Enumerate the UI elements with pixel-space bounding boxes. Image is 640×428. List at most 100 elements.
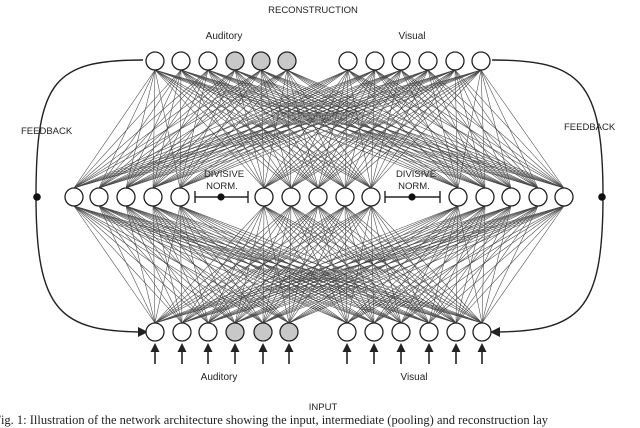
input-auditory-node	[225, 322, 245, 342]
reconstruction-visual-node	[391, 51, 411, 71]
input-arrow-icon	[230, 343, 240, 364]
connection-line	[179, 205, 290, 324]
divisive-norm-left-connector	[194, 191, 249, 203]
input-visual-node	[419, 322, 439, 342]
input-arrow-icon	[451, 343, 461, 364]
connection-line	[73, 205, 264, 324]
connection-line	[73, 205, 236, 324]
figure-caption: Fig. 1: Illustration of the network arch…	[0, 413, 549, 427]
input-arrow-icon	[369, 343, 379, 364]
connection-line	[179, 205, 483, 324]
divisive-norm-right-label-line1: DIVISIVE	[396, 169, 436, 180]
connection-line	[73, 205, 209, 324]
connection-line	[344, 69, 482, 189]
connection-line	[344, 205, 483, 324]
connection-line	[73, 205, 483, 324]
connection-line	[98, 69, 182, 189]
connection-line	[98, 69, 402, 189]
connection-line	[207, 205, 372, 324]
connection-line	[154, 205, 459, 324]
input-arrow-icon	[150, 343, 160, 364]
connection-line	[400, 69, 512, 189]
connection-line	[481, 205, 565, 324]
connection-line	[400, 69, 459, 189]
pooling-node	[143, 187, 163, 207]
connection-line	[374, 69, 459, 189]
input-arrow-icon	[424, 343, 434, 364]
connection-line	[480, 69, 565, 189]
input-auditory-node	[253, 322, 273, 342]
reconstruction-visual-node	[418, 51, 438, 71]
connection-line	[344, 205, 457, 324]
connection-line	[263, 69, 482, 189]
pooling-node	[308, 187, 328, 207]
connection-line	[454, 69, 459, 189]
pooling-node	[64, 187, 84, 207]
connection-line	[152, 69, 482, 189]
connection-line	[317, 69, 376, 189]
connection-line	[98, 205, 402, 324]
input-visual-node	[472, 322, 492, 342]
pooling-node	[361, 187, 381, 207]
connection-line	[73, 205, 156, 324]
connection-line	[73, 69, 402, 189]
connection-line	[370, 69, 482, 189]
connection-line	[455, 205, 486, 324]
pooling-node	[554, 187, 574, 207]
connection-line	[207, 69, 265, 189]
feedback-right-label: FEEDBACK	[564, 122, 616, 133]
input-visual-node	[364, 322, 384, 342]
connection-line	[73, 205, 430, 324]
connection-line	[179, 69, 288, 189]
connection-line	[480, 69, 486, 189]
visual-top-label: Visual	[398, 31, 425, 42]
connection-line	[73, 205, 183, 324]
connection-line	[73, 69, 262, 189]
feedback-left-label: FEEDBACK	[21, 126, 73, 137]
connection-line	[374, 69, 486, 189]
reconstruction-visual-node	[365, 51, 385, 71]
connection-line	[317, 69, 482, 189]
connection-line	[98, 69, 429, 189]
connection-line	[73, 69, 288, 189]
connection-line	[98, 205, 209, 324]
pooling-node	[528, 187, 548, 207]
connection-line	[260, 69, 292, 189]
input-visual-node	[391, 322, 411, 342]
pooling-node	[335, 187, 355, 207]
connection-line	[290, 205, 483, 324]
reconstruction-auditory-node	[171, 51, 191, 71]
connection-line	[344, 69, 456, 189]
connection-line	[286, 69, 346, 189]
connection-line	[125, 205, 183, 324]
pooling-node	[254, 187, 274, 207]
connection-lines	[73, 69, 565, 324]
connection-line	[152, 69, 288, 189]
connection-line	[455, 205, 539, 324]
input-auditory-node	[198, 322, 218, 342]
connection-line	[481, 205, 539, 324]
connection-line	[427, 69, 459, 189]
connection-line	[317, 205, 483, 324]
input-arrow-icon	[284, 343, 294, 364]
input-auditory-node	[279, 322, 299, 342]
feedback-right-dot	[598, 193, 606, 201]
connection-line	[290, 69, 482, 189]
connection-line	[154, 69, 459, 189]
connection-line	[370, 205, 483, 324]
connection-line	[263, 205, 457, 324]
connection-line	[154, 69, 265, 189]
connection-line	[73, 205, 290, 324]
reconstruction-auditory-node	[277, 51, 297, 71]
connection-line	[454, 69, 539, 189]
connection-line	[455, 205, 459, 324]
connection-line	[125, 69, 482, 189]
connection-line	[181, 205, 459, 324]
connection-line	[346, 205, 459, 324]
reconstruction-auditory-node	[145, 51, 165, 71]
input-arrow-icon	[177, 343, 187, 364]
input-arrow-icon	[203, 343, 213, 364]
input-visual-node	[337, 322, 357, 342]
connection-line	[125, 205, 483, 324]
